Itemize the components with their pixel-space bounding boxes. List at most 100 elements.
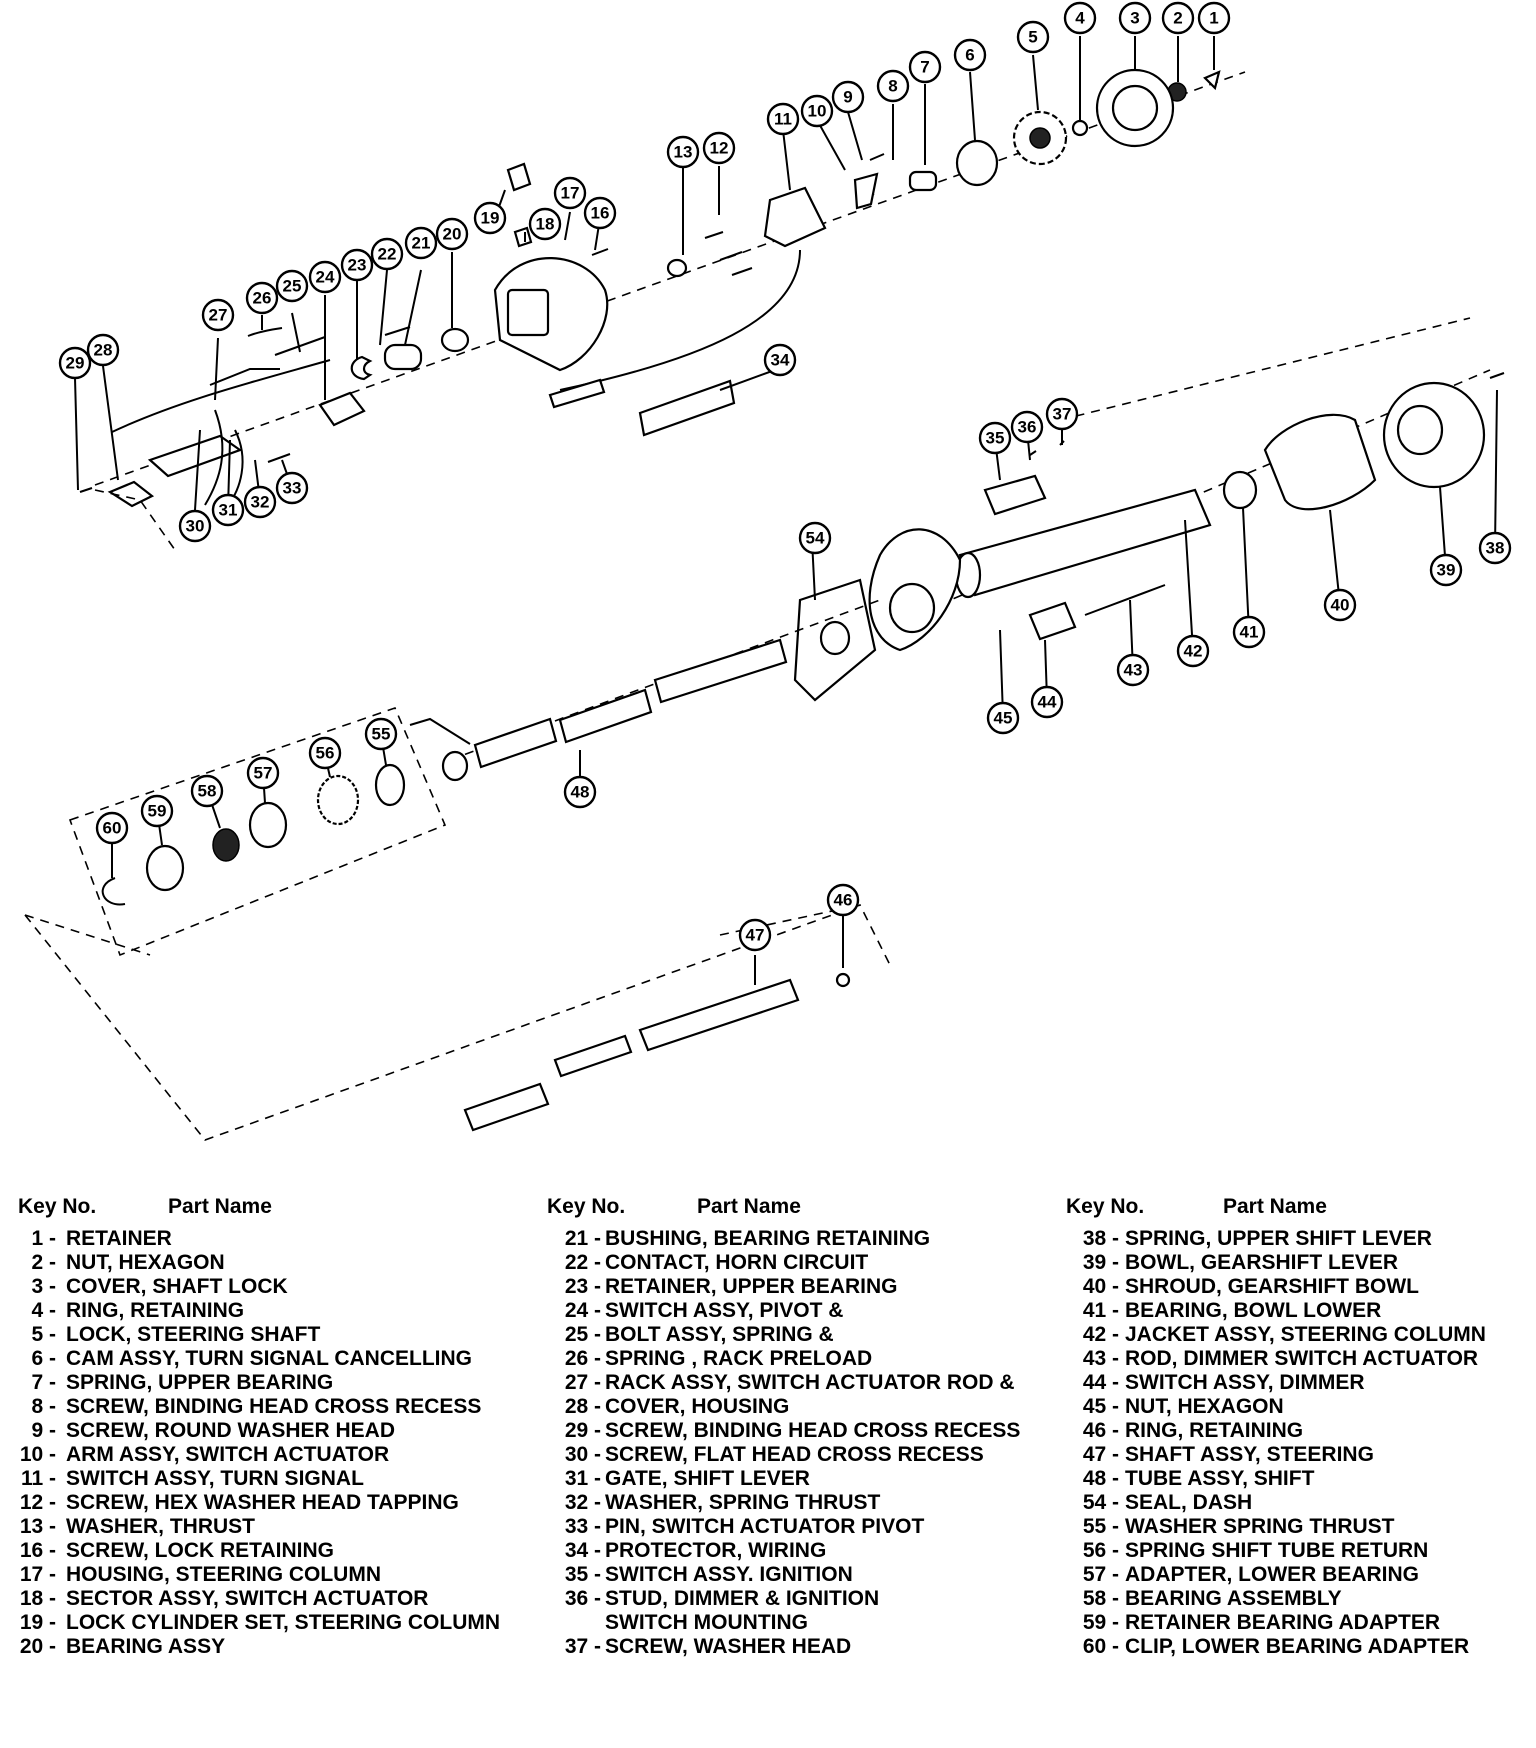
legend-key-number: 48 - xyxy=(1082,1467,1119,1490)
part-lock-steering-shaft-hub xyxy=(1029,127,1051,149)
part-retainer xyxy=(1203,70,1221,91)
part-bearing-assy xyxy=(440,327,470,353)
key-no-header: Key No. xyxy=(547,1195,626,1218)
legend-key-number: 58 - xyxy=(1082,1587,1119,1610)
part-cover-shaft-lock-inner xyxy=(1111,84,1159,132)
svg-text:57: 57 xyxy=(254,764,273,783)
svg-text:29: 29 xyxy=(66,354,85,373)
svg-text:5: 5 xyxy=(1028,28,1037,47)
callout-11: 11 xyxy=(766,102,800,136)
legend-part-name: SHROUD, GEARSHIFT BOWL xyxy=(1125,1275,1419,1298)
legend-row: 38 -SPRING, UPPER SHIFT LEVER xyxy=(1063,1227,1536,1251)
part-spring-upper-shift-lever xyxy=(1489,372,1505,379)
legend-row: 31 -GATE, SHIFT LEVER xyxy=(545,1467,1055,1491)
part-tube-shift-upper xyxy=(653,638,788,704)
legend-row: 23 -RETAINER, UPPER BEARING xyxy=(545,1275,1055,1299)
legend-part-name: COVER, SHAFT LOCK xyxy=(66,1275,288,1298)
legend-part-name: CONTACT, HORN CIRCUIT xyxy=(605,1251,869,1274)
legend-row: 40 -SHROUD, GEARSHIFT BOWL xyxy=(1063,1275,1536,1299)
part-tube-shift-end xyxy=(441,750,469,782)
legend-part-name: SPRING, UPPER SHIFT LEVER xyxy=(1125,1227,1432,1250)
legend-part-name: BOWL, GEARSHIFT LEVER xyxy=(1125,1251,1398,1274)
legend-key-number: 23 - xyxy=(564,1275,601,1298)
shaft-box xyxy=(24,904,891,1141)
svg-text:60: 60 xyxy=(103,819,122,838)
legend-part-name: LOCK, STEERING SHAFT xyxy=(66,1323,321,1346)
callout-25: 25 xyxy=(275,269,309,303)
legend-key-number: 12 - xyxy=(19,1491,56,1514)
legend-part-name: COVER, HOUSING xyxy=(605,1395,790,1418)
legend-key-number: 19 - xyxy=(19,1611,56,1634)
part-switch-pivot xyxy=(318,391,366,427)
svg-text:40: 40 xyxy=(1331,596,1350,615)
legend-part-name: CLIP, LOWER BEARING ADAPTER xyxy=(1125,1635,1470,1658)
part-spring-shift-tube-return xyxy=(316,774,360,826)
legend-row: 45 -NUT, HEXAGON xyxy=(1063,1395,1536,1419)
callout-21: 21 xyxy=(404,226,438,260)
legend-part-name: RING, RETAINING xyxy=(1125,1419,1304,1442)
callout-22: 22 xyxy=(370,237,404,271)
svg-text:10: 10 xyxy=(808,102,827,121)
part-protector-wiring xyxy=(638,379,736,437)
legend-row: 18 -SECTOR ASSY, SWITCH ACTUATOR xyxy=(0,1587,530,1611)
key-no-header: Key No. xyxy=(18,1195,97,1218)
svg-text:9: 9 xyxy=(843,88,852,107)
legend-row: 9 -SCREW, ROUND WASHER HEAD xyxy=(0,1419,530,1443)
svg-text:27: 27 xyxy=(209,306,228,325)
legend-row: 1 -RETAINER xyxy=(0,1227,530,1251)
svg-text:56: 56 xyxy=(316,744,335,763)
part-clip-lower-bearing xyxy=(101,877,126,906)
svg-text:11: 11 xyxy=(774,110,792,129)
part-tube-shift-lever xyxy=(409,717,471,745)
legend-row: 56 -SPRING SHIFT TUBE RETURN xyxy=(1063,1539,1536,1563)
part-adapter-lower-bearing xyxy=(248,801,288,849)
callout-28: 28 xyxy=(86,333,120,367)
svg-text:58: 58 xyxy=(198,782,217,801)
callout-58: 58 xyxy=(190,774,224,808)
legend-part-name: SPRING , RACK PRELOAD xyxy=(605,1347,873,1370)
legend-header-2: Key No. Part Name xyxy=(545,1195,1055,1227)
legend-part-name: RETAINER xyxy=(66,1227,172,1250)
lower-box-extension xyxy=(24,914,151,956)
part-bearing-assembly xyxy=(212,828,240,862)
part-seal-dash-hole xyxy=(819,620,851,656)
legend-part-name: WASHER, SPRING THRUST xyxy=(605,1491,881,1514)
legend-key-number: 29 - xyxy=(564,1419,601,1442)
callout-57: 57 xyxy=(246,756,280,790)
part-washer-thrust xyxy=(666,258,688,278)
part-sector-assy xyxy=(513,226,533,248)
legend-part-name: BEARING ASSY xyxy=(66,1635,226,1658)
part-turn-signal-wire xyxy=(559,249,801,391)
legend-key-number: 44 - xyxy=(1082,1371,1119,1394)
callout-2: 2 xyxy=(1161,1,1195,35)
legend-part-name: SCREW, FLAT HEAD CROSS RECESS xyxy=(605,1443,984,1466)
part-name-header: Part Name xyxy=(697,1195,801,1218)
svg-text:2: 2 xyxy=(1173,9,1182,28)
part-bowl-inner xyxy=(1396,404,1444,456)
svg-text:32: 32 xyxy=(251,493,270,512)
legend-row: 46 -RING, RETAINING xyxy=(1063,1419,1536,1443)
legend-part-name: LOCK CYLINDER SET, STEERING COLUMN xyxy=(66,1611,501,1634)
svg-text:12: 12 xyxy=(710,139,729,158)
callout-13: 13 xyxy=(666,135,700,169)
legend-key-number: 7 - xyxy=(31,1371,56,1394)
svg-text:13: 13 xyxy=(674,143,693,162)
legend-column-2: Key No. Part Name 21 -BUSHING, BEARING R… xyxy=(545,1195,1055,1659)
svg-text:45: 45 xyxy=(994,709,1013,728)
svg-text:36: 36 xyxy=(1018,418,1037,437)
legend-row: 16 -SCREW, LOCK RETAINING xyxy=(0,1539,530,1563)
callout-19: 19 xyxy=(473,201,507,235)
legend-key-number: 10 - xyxy=(19,1443,56,1466)
legend-key-number: 35 - xyxy=(564,1563,601,1586)
svg-text:31: 31 xyxy=(219,501,238,520)
legend-part-name: ROD, DIMMER SWITCH ACTUATOR xyxy=(1125,1347,1479,1370)
callout-40: 40 xyxy=(1323,588,1357,622)
legend-part-name: SWITCH ASSY, DIMMER xyxy=(1125,1371,1365,1394)
legend-part-name: SCREW, BINDING HEAD CROSS RECESS xyxy=(66,1395,482,1418)
legend-key-number: 42 - xyxy=(1082,1323,1119,1346)
callout-7: 7 xyxy=(908,50,942,84)
legend-row: 34 -PROTECTOR, WIRING xyxy=(545,1539,1055,1563)
legend-part-name: WASHER, THRUST xyxy=(66,1515,255,1538)
